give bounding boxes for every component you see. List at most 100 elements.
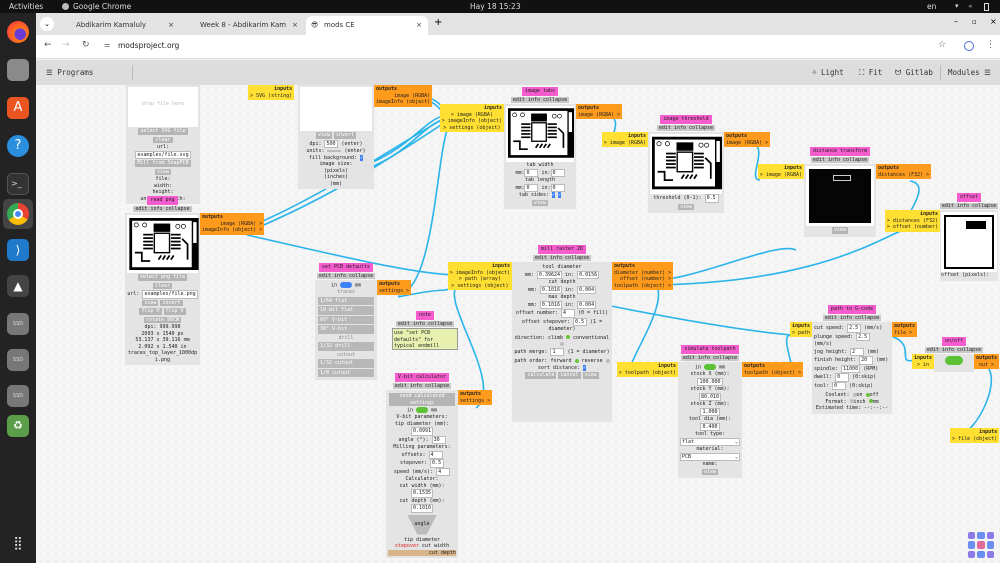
minimize-button[interactable]: – bbox=[954, 17, 958, 26]
input-port[interactable]: > SVG (string) bbox=[250, 92, 293, 99]
flip-h-button[interactable]: flip H bbox=[139, 308, 162, 315]
svg-url-input[interactable]: examples/file.svg bbox=[135, 150, 191, 159]
trash-icon[interactable]: ♻ bbox=[7, 415, 29, 437]
input-port[interactable]: > distances (F32) bbox=[886, 217, 938, 224]
edit-info-collapse[interactable]: edit info collapse bbox=[680, 354, 740, 361]
rotate-button[interactable]: rotate 90CW bbox=[143, 316, 182, 323]
tab-width-in-input[interactable]: 0 bbox=[550, 168, 565, 177]
unit-toggle[interactable] bbox=[704, 364, 716, 370]
svg-drop-zone[interactable]: drop file here bbox=[128, 87, 198, 127]
input-port[interactable]: > imageInfo (object) bbox=[449, 269, 510, 276]
output-port[interactable]: image (RGBA) > bbox=[220, 220, 263, 227]
output-port[interactable]: imageInfo (object) > bbox=[202, 227, 263, 233]
png-url-input[interactable]: examples/file.png bbox=[142, 290, 198, 299]
chrome-menu-icon[interactable]: ⋮ bbox=[986, 40, 995, 50]
tab-mods-ce[interactable]: 😎mods CE× bbox=[306, 16, 428, 35]
input-port[interactable]: > toolpath (object) bbox=[618, 369, 676, 376]
back-icon[interactable]: ← bbox=[44, 40, 52, 50]
close-tab-icon[interactable]: × bbox=[416, 21, 422, 29]
calculate-button[interactable]: calculate bbox=[525, 372, 557, 379]
input-port[interactable]: > offset (number) bbox=[886, 224, 938, 230]
output-port[interactable]: image (RGBA) > bbox=[726, 139, 769, 146]
jog-height-input[interactable]: 2 bbox=[850, 347, 865, 356]
programs-menu[interactable]: ☰ Programs bbox=[46, 60, 93, 85]
chrome-icon[interactable] bbox=[7, 203, 29, 225]
tool-type-select[interactable]: flat⌄ bbox=[680, 437, 740, 446]
preset-1-32-drill[interactable]: 1/32 drill bbox=[318, 342, 374, 351]
close-tab-icon[interactable]: × bbox=[168, 21, 174, 29]
modules-menu[interactable]: Modules ☰ bbox=[948, 60, 991, 85]
tab-length-in-input[interactable]: 0 bbox=[550, 183, 565, 192]
app-grid-icon[interactable] bbox=[968, 532, 994, 558]
view-button[interactable]: view bbox=[677, 203, 695, 210]
spindle-input[interactable]: 11000 bbox=[841, 364, 861, 373]
dpi-input[interactable]: 500 bbox=[324, 139, 339, 148]
edit-info-collapse[interactable]: edit info collapse bbox=[924, 346, 984, 353]
tab-abdikarim[interactable]: Abdikarim Kamaluly× bbox=[58, 16, 180, 35]
view-button[interactable]: view bbox=[154, 168, 172, 175]
stock-y-input[interactable]: 80.010 bbox=[698, 392, 722, 401]
preset-10mil-flat[interactable]: 10 mil flat bbox=[318, 306, 374, 315]
invert-button[interactable]: invert bbox=[333, 132, 357, 139]
plunge-speed-input[interactable]: 2.5 bbox=[856, 332, 871, 341]
edit-info-collapse[interactable]: edit info collapse bbox=[532, 254, 592, 261]
firefox-icon[interactable] bbox=[7, 21, 29, 43]
tool-diameter-mm-input[interactable]: 0.39624 bbox=[536, 270, 562, 279]
vscode-icon[interactable]: ⟩ bbox=[7, 239, 29, 261]
reverse-radio[interactable] bbox=[605, 358, 610, 363]
edit-info-collapse[interactable]: edit info collapse bbox=[822, 314, 882, 321]
input-port[interactable]: > in bbox=[916, 361, 929, 368]
offset-number-input[interactable]: 4 bbox=[561, 309, 576, 318]
on-off-toggle[interactable] bbox=[945, 356, 963, 365]
note-textarea[interactable]: use "set PCB defaults" for typical endmi… bbox=[392, 328, 458, 350]
volume-icon[interactable]: ◂ bbox=[968, 2, 972, 10]
view-button[interactable]: view bbox=[831, 227, 849, 234]
climb-radio[interactable] bbox=[566, 335, 571, 339]
max-depth-in-input[interactable]: 0.004 bbox=[577, 300, 597, 309]
edit-info-collapse[interactable]: edit info collapse bbox=[316, 272, 376, 279]
view-button[interactable]: view bbox=[142, 299, 159, 306]
format-mm-radio[interactable] bbox=[868, 399, 873, 403]
edit-info-collapse[interactable]: edit info collapse bbox=[392, 382, 452, 389]
offsets-input[interactable]: 4 bbox=[428, 450, 443, 459]
angle-input[interactable]: 30 bbox=[431, 435, 446, 444]
units-input[interactable] bbox=[327, 150, 342, 152]
light-toggle[interactable]: ☼ Light bbox=[812, 60, 844, 85]
mods-canvas[interactable]: drop file here select SVG fileclear url:… bbox=[36, 85, 1000, 563]
input-port[interactable]: > settings (object) bbox=[451, 282, 509, 289]
output-port[interactable]: toolpath (object) > bbox=[614, 282, 672, 289]
tab-side-checkbox[interactable]: ✓ bbox=[558, 192, 562, 198]
edit-info-collapse[interactable]: edit info collapse bbox=[656, 124, 716, 131]
forward-icon[interactable]: → bbox=[62, 40, 70, 50]
stock-z-input[interactable]: 1.000 bbox=[700, 407, 720, 416]
files-icon[interactable] bbox=[7, 59, 29, 81]
view-button[interactable]: view bbox=[315, 132, 332, 139]
unit-toggle[interactable] bbox=[340, 282, 352, 288]
stock-x-input[interactable]: 100.000 bbox=[697, 377, 723, 386]
edit-info-collapse[interactable]: edit info collapse bbox=[510, 96, 570, 103]
cut-depth-mm-input[interactable]: 0.1016 bbox=[539, 285, 562, 294]
offset-stepover-input[interactable]: 0.5 bbox=[573, 317, 588, 326]
material-select[interactable]: PCB⌄ bbox=[680, 452, 740, 461]
output-port[interactable]: file > bbox=[894, 329, 913, 336]
terminal-icon[interactable]: >_ bbox=[7, 173, 29, 195]
view-button[interactable]: view bbox=[582, 372, 599, 379]
output-port[interactable]: distances (F32) > bbox=[878, 171, 930, 178]
select-svg-button[interactable]: select SVG file bbox=[138, 128, 188, 135]
view-button[interactable]: view bbox=[701, 468, 719, 475]
input-port[interactable]: > path (array) bbox=[458, 276, 501, 282]
language-indicator[interactable]: en bbox=[927, 2, 937, 11]
output-port[interactable]: image (RGBA) > bbox=[578, 111, 621, 118]
app-center-icon[interactable]: A bbox=[7, 97, 29, 119]
conventional-radio[interactable] bbox=[560, 341, 564, 346]
preset-1-64-flat[interactable]: 1/64 flat bbox=[318, 296, 374, 305]
ssd-drive-icon[interactable]: SSD bbox=[7, 349, 29, 371]
battery-icon[interactable] bbox=[984, 3, 989, 11]
output-port[interactable]: imageInfo (object) bbox=[376, 99, 431, 105]
edit-info-collapse[interactable]: edit info collapse bbox=[133, 205, 192, 212]
input-port[interactable]: > image (RGBA) bbox=[759, 171, 802, 178]
close-window-button[interactable]: × bbox=[990, 17, 997, 26]
active-app-name[interactable]: Google Chrome bbox=[73, 2, 132, 11]
preset-60-vbit[interactable]: 60° V-bit bbox=[318, 315, 374, 324]
input-port[interactable]: > image (RGBA) bbox=[603, 139, 646, 146]
